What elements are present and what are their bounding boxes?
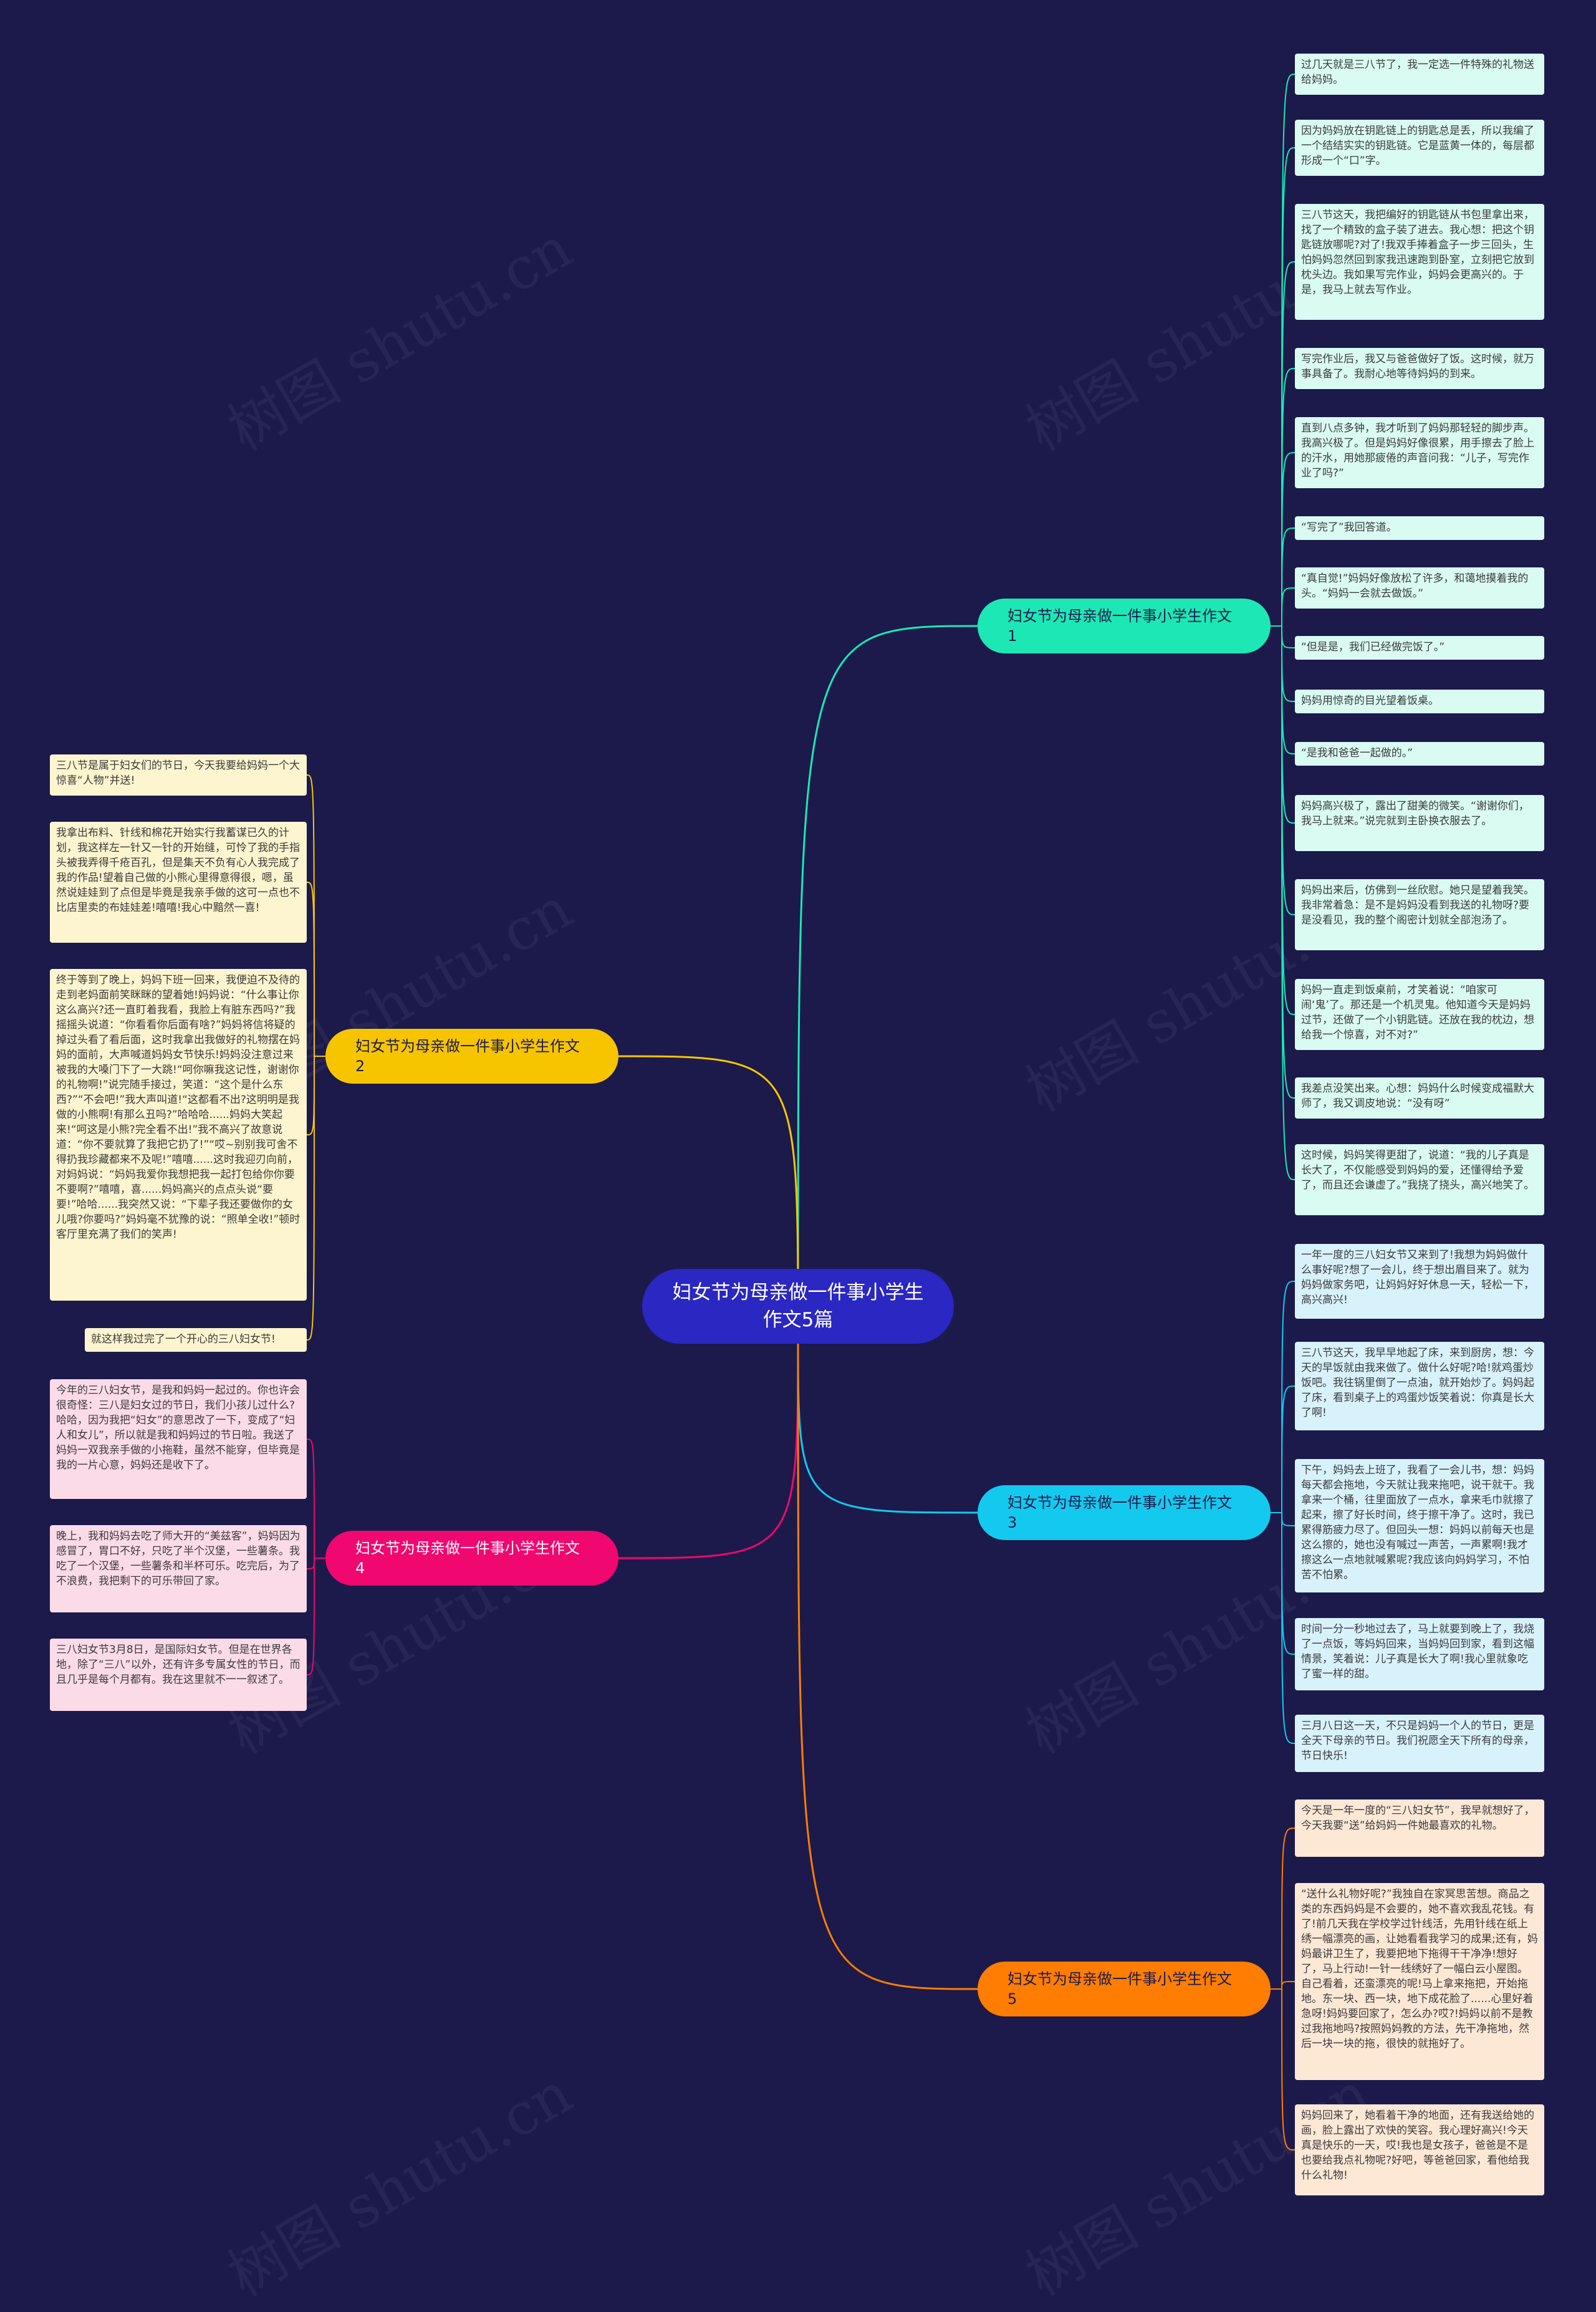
leaf-note: 这时候，妈妈笑得更甜了，说道：“我的儿子真是长大了，不仅能感受到妈妈的爱，还懂得… — [1295, 1144, 1544, 1215]
mindmap-connectors — [306, 74, 1296, 2151]
branch-3[interactable]: 妇女节为母亲做一件事小学生作文3 — [978, 1485, 1271, 1540]
leaf-connector — [1271, 1281, 1296, 1513]
leaf-connector — [306, 1056, 325, 1135]
root-title: 妇女节为母亲做一件事小学生作文5篇 — [672, 1281, 924, 1331]
branch-connector — [618, 1055, 799, 1332]
leaf-note: 三八节这天，我早早地起了床，来到厨房，想：今天的早饭就由我来做了。做什么好呢?哈… — [1295, 1342, 1544, 1430]
leaf-connector — [306, 1558, 325, 1675]
leaf-connector — [306, 1056, 325, 1341]
leaf-connector — [1271, 625, 1296, 702]
leaf-connector — [306, 1438, 325, 1559]
leaf-connector — [306, 1558, 325, 1569]
leaf-note: 我拿出布料、针线和棉花开始实行我蓄谋已久的计划，我这样左一针又一针的开始缝，可怜… — [50, 822, 307, 943]
branch-label: 妇女节为母亲做一件事小学生作文3 — [1007, 1494, 1232, 1531]
leaf-note: 妈妈高兴极了，露出了甜美的微笑。“谢谢你们，我马上就来。”说完就到主卧换衣服去了… — [1295, 795, 1544, 851]
branch-5[interactable]: 妇女节为母亲做一件事小学生作文5 — [978, 1962, 1271, 2016]
leaf-note: “真自觉!”妈妈好像放松了许多，和蔼地摸着我的头。“妈妈一会就去做饭。” — [1295, 567, 1544, 609]
leaf-note: 就这样我过完了一个开心的三八妇女节! — [85, 1328, 307, 1352]
leaf-connector — [306, 882, 325, 1057]
leaf-connector — [1271, 625, 1296, 1180]
leaf-connector — [1271, 625, 1296, 648]
leaf-note: 晚上，我和妈妈去吃了师大开的“美兹客”，妈妈因为感冒了，胃口不好，只吃了半个汉堡… — [50, 1525, 307, 1612]
leaf-note: 妈妈回来了，她看着干净的地面，还有我送给她的画，脸上露出了欢快的笑容。我心理好高… — [1295, 2104, 1544, 2195]
leaf-note: 时间一分一秒地过去了，马上就要到晚上了，我烧了一点饭，等妈妈回来，当妈妈回到家，… — [1295, 1618, 1544, 1690]
leaf-connector — [1271, 1981, 1296, 1990]
leaf-note: 三八妇女节3月8日，是国际妇女节。但是在世界各地，除了“三八”以外，还有许多专属… — [50, 1639, 307, 1711]
branch-1[interactable]: 妇女节为母亲做一件事小学生作文1 — [978, 599, 1271, 653]
leaf-connector — [1271, 1512, 1296, 1655]
leaf-note: 一年一度的三八妇女节又来到了!我想为妈妈做什么事好呢?想了一会儿，终于想出眉目来… — [1295, 1244, 1544, 1319]
branch-label: 妇女节为母亲做一件事小学生作文4 — [355, 1539, 580, 1577]
branch-label: 妇女节为母亲做一件事小学生作文5 — [1007, 1970, 1232, 2008]
leaf-note: 今天是一年一度的“三八妇女节”，我早就想好了，今天我要“送”给妈妈一件她最喜欢的… — [1295, 1799, 1544, 1857]
leaf-connector — [306, 774, 325, 1057]
leaf-note: 终于等到了晚上，妈妈下班一回来，我便迫不及待的走到老妈面前笑眯眯的望着她!妈妈说… — [50, 969, 307, 1301]
leaf-note: “写完了”我回答道。 — [1295, 516, 1544, 540]
leaf-note: “是我和爸爸一起做的。” — [1295, 742, 1544, 766]
leaf-note: 过几天就是三八节了，我一定选一件特殊的礼物送给妈妈。 — [1295, 54, 1544, 95]
root-topic[interactable]: 妇女节为母亲做一件事小学生作文5篇 — [642, 1269, 954, 1344]
branch-connector — [797, 1331, 978, 1514]
branch-4[interactable]: 妇女节为母亲做一件事小学生作文4 — [325, 1531, 618, 1586]
leaf-note: 下午，妈妈去上班了，我看了一会儿书，想：妈妈每天都会拖地，今天就让我来拖吧，说干… — [1295, 1459, 1544, 1592]
leaf-note: 妈妈一直走到饭桌前，才笑着说：“咱家可闹‘鬼’了。那还是一个机灵鬼。他知道今天是… — [1295, 979, 1544, 1050]
leaf-note: “送什么礼物好呢?”我独自在家冥思苦想。商品之类的东西妈妈是不会要的，她不喜欢我… — [1295, 1883, 1544, 2080]
leaf-connector — [1271, 1512, 1296, 1526]
leaf-connector — [1271, 587, 1296, 627]
leaf-note: 今年的三八妇女节，是我和妈妈一起过的。你也许会很奇怪：三八是妇女过的节日，我们小… — [50, 1379, 307, 1499]
leaf-connector — [1271, 1828, 1296, 1990]
branch-connector — [797, 625, 978, 1332]
leaf-note: 妈妈用惊奇的目光望着饭桌。 — [1295, 690, 1544, 713]
leaf-connector — [1271, 1988, 1296, 2151]
branch-label: 妇女节为母亲做一件事小学生作文1 — [1007, 607, 1232, 645]
leaf-note: 因为妈妈放在钥匙链上的钥匙总是丢，所以我编了一个结结实实的钥匙链。它是蓝黄一体的… — [1295, 120, 1544, 176]
leaf-note: 三八节这天，我把编好的钥匙链从书包里拿出来，找了一个精致的盒子装了进去。我心想：… — [1295, 204, 1544, 320]
branch-label: 妇女节为母亲做一件事小学生作文2 — [355, 1038, 580, 1075]
leaf-connector — [1271, 1512, 1296, 1744]
leaf-note: “但是是，我们已经做完饭了。” — [1295, 636, 1544, 660]
leaf-note: 妈妈出来后，仿佛到一丝欣慰。她只是望着我笑。我非常着急：是不是妈妈没看到我送的礼… — [1295, 879, 1544, 950]
leaf-note: 我差点没笑出来。心想：妈妈什么时候变成福默大师了，我又调皮地说：“没有呀” — [1295, 1077, 1544, 1119]
leaf-connector — [1271, 1385, 1296, 1513]
leaf-note: 直到八点多钟，我才听到了妈妈那轻轻的脚步声。我高兴极了。但是妈妈好像很累，用手擦… — [1295, 417, 1544, 488]
leaf-note: 三八节是属于妇女们的节日，今天我要给妈妈一个大惊喜“人物”并送! — [50, 754, 307, 796]
leaf-note: 三月八日这一天，不只是妈妈一个人的节日，更是全天下母亲的节日。我们祝愿全天下所有… — [1295, 1715, 1544, 1772]
leaf-connector — [1271, 527, 1296, 627]
branch-connector — [797, 1331, 978, 1990]
branch-connector — [618, 1331, 799, 1559]
leaf-note: 写完作业后，我又与爸爸做好了饭。这时候，就万事具备了。我耐心地等待妈妈的到来。 — [1295, 348, 1544, 389]
branch-2[interactable]: 妇女节为母亲做一件事小学生作文2 — [325, 1029, 618, 1084]
